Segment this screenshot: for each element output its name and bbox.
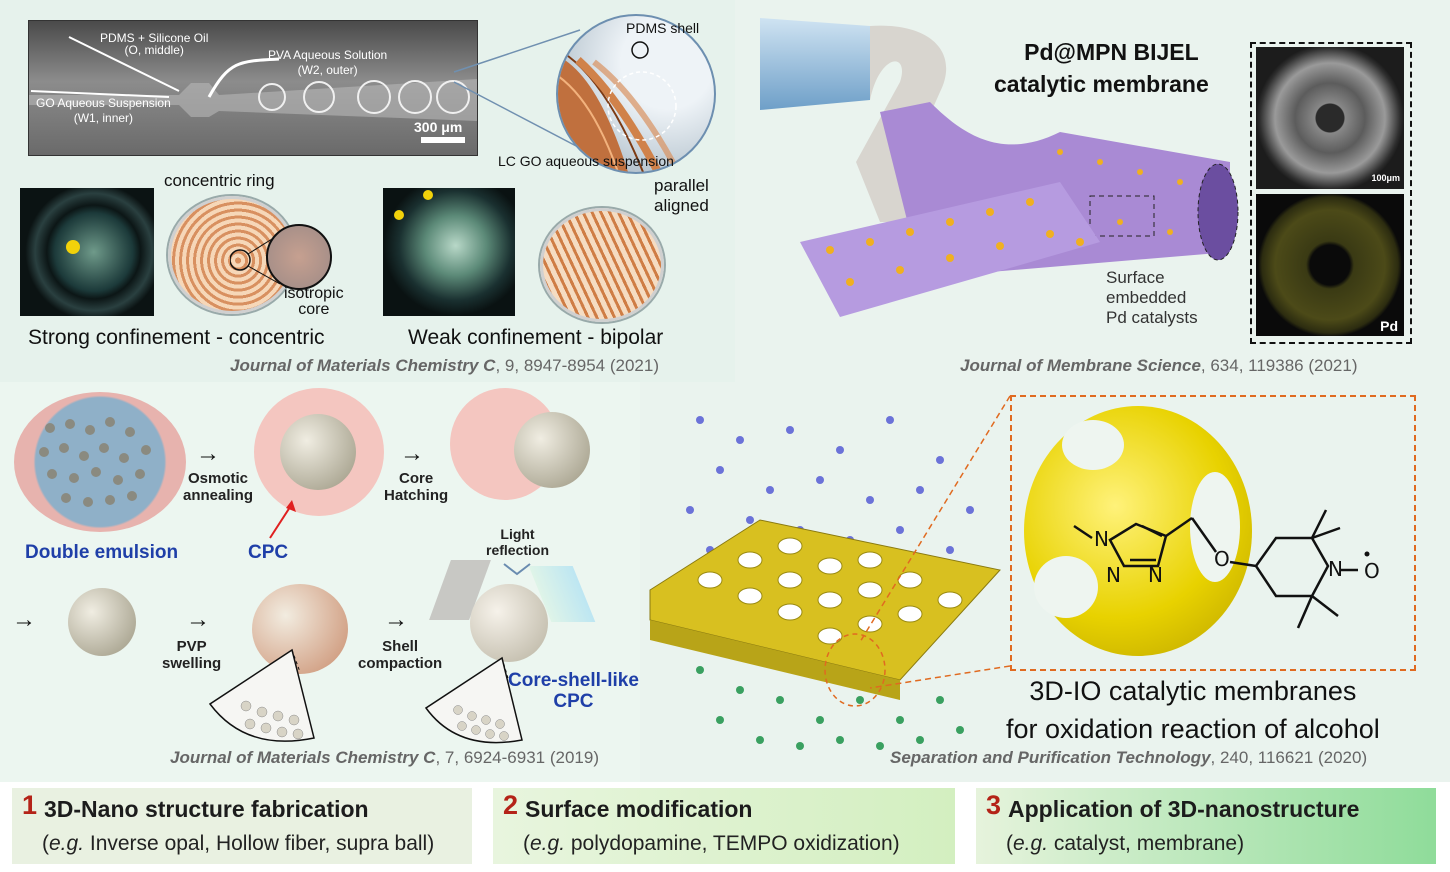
pvp-cone: [208, 648, 315, 742]
core-hatching-label: Core Hatching: [384, 470, 449, 504]
box-1-number: 1: [22, 790, 38, 820]
lc-go-label: LC GO aqueous suspension: [498, 153, 674, 169]
osmotic-arrow: →: [196, 440, 220, 467]
shell-label: Shell compaction: [358, 638, 443, 672]
isotropic-core-label: isotropic core: [284, 285, 344, 318]
concentric-ring-label: concentric ring: [164, 171, 275, 190]
green-molecules: [696, 666, 964, 750]
coreshell-label: Core-shell-like CPC: [508, 670, 639, 712]
inverse-opal-membrane: [649, 416, 1001, 750]
zoom-connectors: [453, 29, 581, 149]
shell-arrow: →: [384, 606, 408, 633]
tempo-molecule: N N N O N O: [1073, 509, 1380, 629]
double-emulsion-drop: [14, 392, 186, 532]
parallel-aligned-label: parallel aligned: [654, 176, 709, 215]
box-2-title: Surface modification: [525, 796, 753, 822]
pdms-shell-label: PDMS shell: [626, 20, 700, 36]
microfluidic-drawing: [29, 36, 477, 143]
go-label: GO Aqueous Suspension (W1, inner): [36, 96, 171, 125]
box-1-title: 3D-Nano structure fabrication: [44, 796, 369, 822]
box-3-title: Application of 3D-nanostructure: [1008, 796, 1360, 822]
yellow-dot-2: [423, 190, 433, 200]
light-reflection-label: Light reflection: [486, 526, 550, 558]
box-2-subtitle: (e.g. polydopamine, TEMPO oxidization): [523, 832, 900, 855]
pd-map-label: Pd: [1380, 318, 1398, 334]
swollen-ball: [252, 584, 348, 674]
eds-pd-map: Pd: [1256, 194, 1404, 336]
strong-confinement-label: Strong confinement - concentric: [28, 326, 325, 349]
bijel-title: Pd@MPN BIJEL catalytic membrane: [994, 39, 1209, 97]
atom-n3: N: [1148, 563, 1163, 587]
cpc-arrow: [269, 500, 296, 539]
nozzle: [760, 18, 870, 110]
shell-cone: [424, 656, 523, 744]
pore-hole-2: [1034, 556, 1098, 618]
core-hatching-arrow: →: [400, 440, 424, 467]
sem-image: 100μm: [1256, 47, 1404, 189]
pdms-oil-label: PDMS + Silicone Oil (O, middle): [100, 31, 209, 57]
hatched-ball: [514, 412, 590, 488]
pom-image-concentric: [20, 188, 154, 316]
pva-label: PVA Aqueous Solution (W2, outer): [268, 48, 388, 77]
surface-pd-label: Surface embedded Pd catalysts: [1106, 268, 1198, 327]
atom-n2: N: [1106, 563, 1121, 587]
molecule-zoom-box: [1010, 395, 1416, 671]
pvp-label: PVP swelling: [162, 638, 222, 672]
box-3-subtitle: (e.g. catalyst, membrane): [1006, 832, 1245, 855]
cpc-ball: [280, 414, 356, 490]
pom-image-bipolar: [383, 188, 515, 316]
pore-hole-1: [1062, 420, 1124, 470]
box-1-subtitle: (e.g. Inverse opal, Hollow fiber, supra …: [42, 832, 435, 855]
pores: [697, 537, 963, 645]
scale-bar-label: 300 μm: [414, 119, 463, 135]
cpc-label: CPC: [248, 542, 289, 563]
io-caption: 3D-IO catalytic membranes for oxidation …: [1006, 676, 1380, 744]
lc-texture: [558, 41, 681, 172]
citation-top-left: Journal of Materials Chemistry C, 9, 894…: [230, 356, 659, 375]
small-ball: [68, 588, 136, 656]
reflection-chevron: [503, 563, 531, 576]
category-box-3: 3 Application of 3D-nanostructure (e.g. …: [976, 788, 1436, 864]
isotropic-core-zoom: [266, 224, 332, 290]
citation-bottom-right: Separation and Purification Technology, …: [890, 748, 1368, 767]
bipolar-model: [540, 208, 664, 322]
atom-n4: N: [1328, 557, 1343, 581]
sem-frame: [1250, 42, 1412, 344]
yellow-dot-1: [394, 210, 404, 220]
hollow-fiber-drawing: [760, 18, 1239, 317]
sem-scale-label: 100μm: [1371, 173, 1400, 183]
row2-arrow: →: [12, 606, 36, 633]
zoom-dash-lines: [859, 395, 1011, 689]
coreshell-ball: [470, 584, 548, 662]
membrane-section: [800, 182, 1100, 317]
citation-bottom-left: Journal of Materials Chemistry C, 7, 692…: [170, 748, 599, 767]
yellow-dot: [66, 240, 80, 254]
microfluidic-image: [28, 20, 478, 156]
pd-particles: [826, 149, 1183, 286]
box-3-number: 3: [986, 790, 1002, 820]
weak-confinement-label: Weak confinement - bipolar: [408, 326, 664, 349]
box-2-number: 2: [503, 790, 519, 820]
osmotic-label: Osmotic annealing: [183, 470, 254, 504]
category-box-2: 2 Surface modification (e.g. polydopamin…: [493, 788, 955, 864]
scattered-particles: [39, 417, 151, 507]
atom-o: O: [1214, 547, 1230, 571]
atom-n1: N: [1094, 527, 1109, 551]
citation-top-right: Journal of Membrane Science, 634, 119386…: [960, 356, 1358, 375]
double-emulsion-label: Double emulsion: [25, 542, 179, 563]
zoom-droplet: [556, 14, 716, 174]
pvp-arrow: →: [186, 606, 210, 633]
category-box-1: 1 3D-Nano structure fabrication (e.g. In…: [12, 788, 472, 864]
atom-o2: O: [1364, 559, 1380, 583]
